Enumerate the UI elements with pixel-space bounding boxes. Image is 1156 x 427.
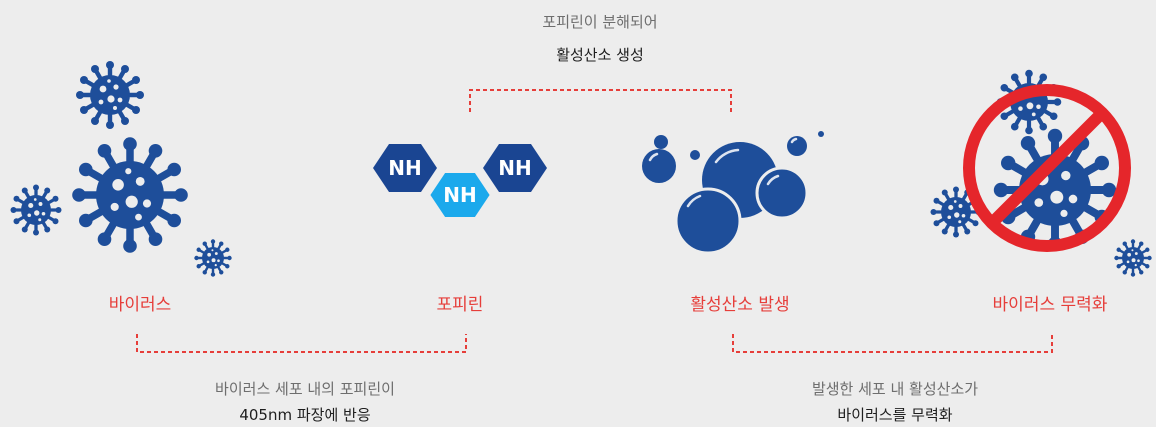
bottom-left-caption-line1: 바이러스 세포 내의 포피린이 bbox=[215, 380, 395, 398]
connector-top bbox=[469, 89, 732, 112]
dashed-connectors bbox=[136, 89, 1053, 353]
nh-label-right: NH bbox=[498, 156, 531, 180]
virus-cluster-icon bbox=[10, 61, 231, 277]
connector-bottom-left bbox=[136, 334, 467, 353]
bottom-left-caption-line2: 405nm 파장에 반응 bbox=[239, 406, 371, 424]
bottom-right-caption-line2: 바이러스를 무력화 bbox=[837, 406, 953, 424]
top-caption-line1: 포피린이 분해되어 bbox=[542, 13, 658, 31]
label-porphyrin: 포피린 bbox=[436, 295, 484, 315]
label-ros: 활성산소 발생 bbox=[690, 295, 790, 315]
neutralized-virus-icon bbox=[931, 70, 1152, 277]
label-virus: 바이러스 bbox=[108, 295, 172, 315]
porphyrin-molecule-icon bbox=[373, 144, 547, 221]
connector-bottom-right bbox=[732, 334, 1053, 353]
label-neutralized: 바이러스 무력화 bbox=[992, 295, 1108, 315]
nh-label-center: NH bbox=[443, 183, 476, 207]
bottom-right-caption-line1: 발생한 세포 내 활성산소가 bbox=[811, 380, 979, 398]
nh-label-left: NH bbox=[388, 156, 421, 180]
top-caption-line2: 활성산소 생성 bbox=[556, 46, 644, 64]
ros-bubbles-icon bbox=[642, 131, 824, 255]
